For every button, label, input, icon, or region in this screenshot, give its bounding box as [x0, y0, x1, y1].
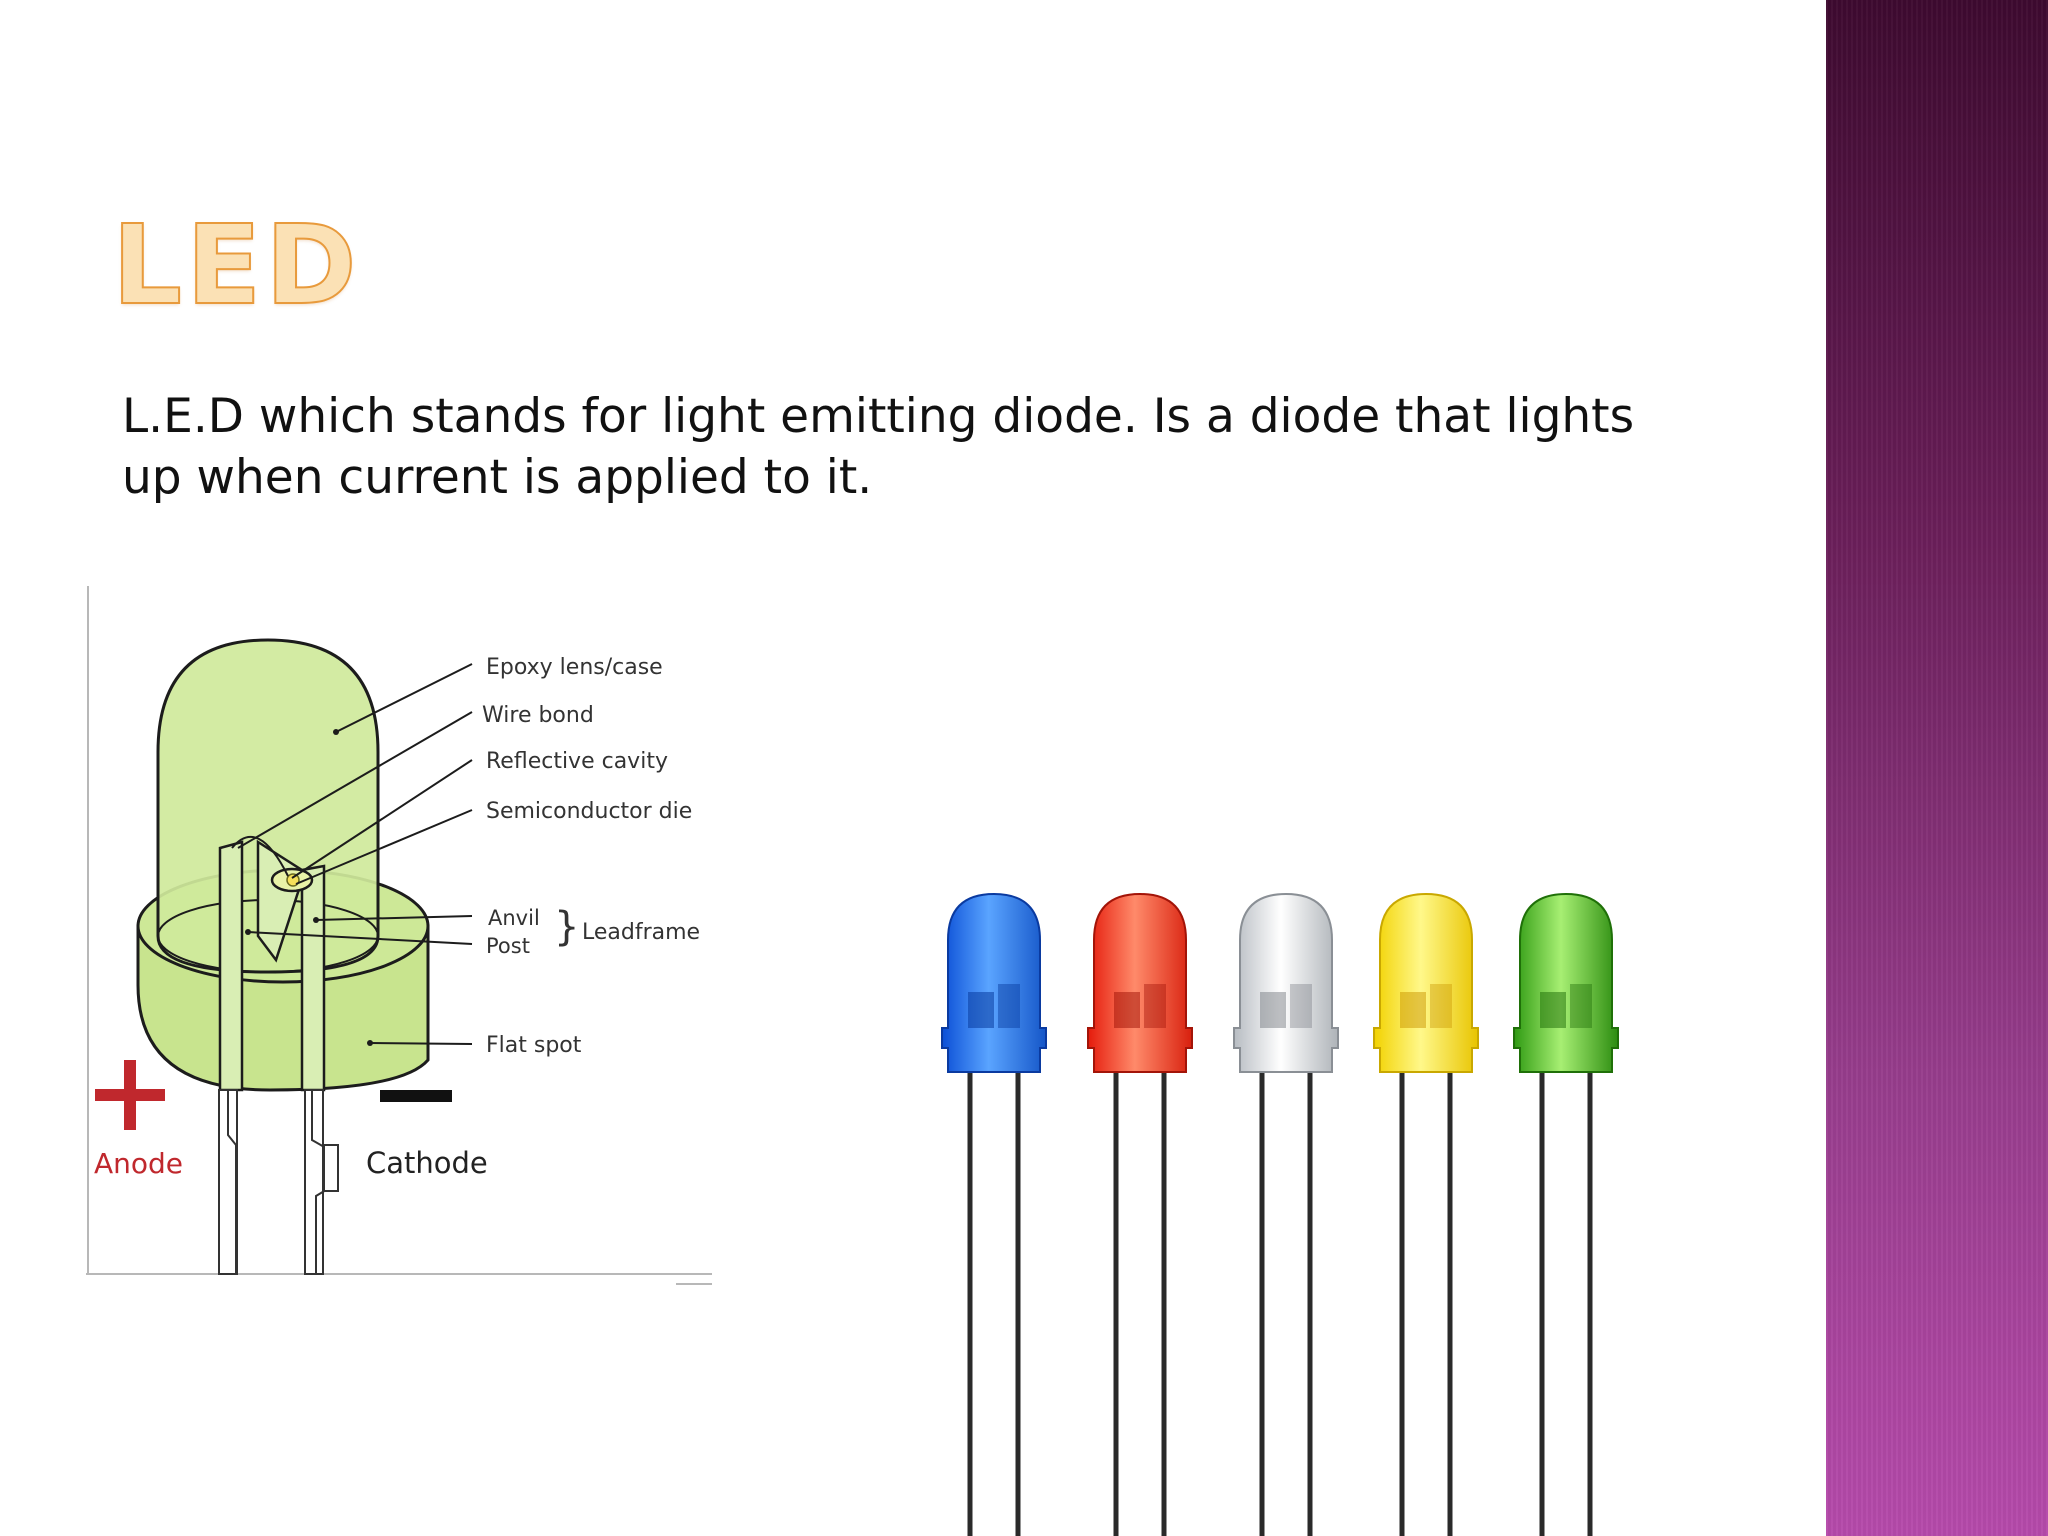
- colored-leds-photo: [920, 880, 1640, 1536]
- label-epoxy-lens: Epoxy lens/case: [486, 655, 663, 680]
- label-anode: Anode: [94, 1147, 183, 1180]
- accent-side-band: [1826, 0, 2048, 1536]
- label-leadframe: Leadframe: [582, 920, 700, 945]
- label-post: Post: [486, 934, 530, 958]
- label-anvil: Anvil: [488, 906, 540, 930]
- label-cathode: Cathode: [366, 1146, 488, 1180]
- label-flat-spot: Flat spot: [486, 1033, 582, 1058]
- led-white: [1233, 892, 1339, 1536]
- label-reflective-cavity: Reflective cavity: [486, 749, 668, 774]
- led-green: [1513, 892, 1619, 1536]
- led-red: [1087, 892, 1193, 1536]
- slide-title: LED: [111, 200, 361, 330]
- cathode-lead: [304, 1089, 324, 1275]
- led-anatomy-diagram: Epoxy lens/case Wire bond Reflective cav…: [80, 580, 720, 1300]
- label-wire-bond: Wire bond: [482, 703, 594, 728]
- leadframe-post: [218, 840, 244, 1092]
- label-semiconductor-die: Semiconductor die: [486, 799, 692, 824]
- led-yellow: [1373, 892, 1479, 1536]
- leadframe-brace: }: [554, 904, 579, 950]
- leadframe-anvil: [256, 839, 326, 1092]
- slide-body-text: L.E.D which stands for light emitting di…: [122, 389, 1635, 505]
- minus-icon: [380, 1090, 452, 1102]
- led-blue: [941, 892, 1047, 1536]
